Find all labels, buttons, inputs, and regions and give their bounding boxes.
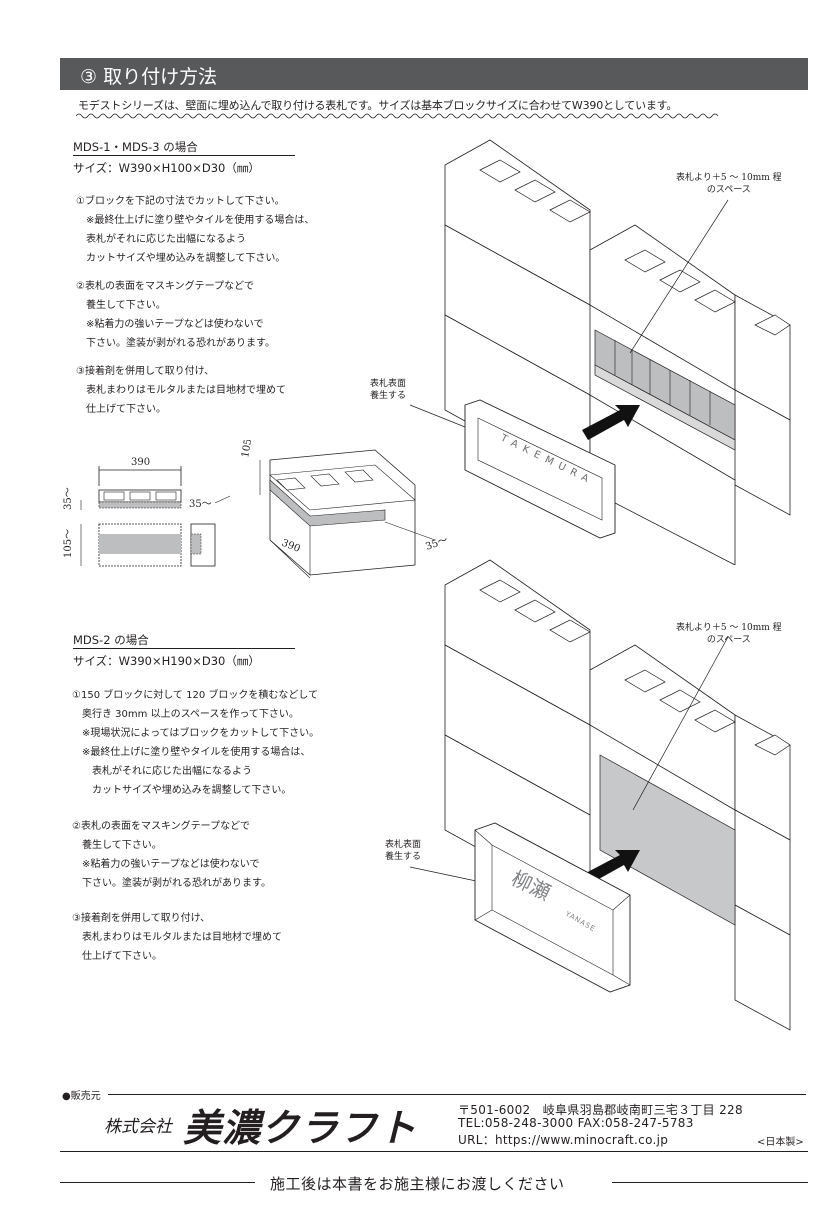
closing-rule-right (612, 1182, 808, 1183)
intro-text: モデストシリーズは、壁面に埋め込んで取り付ける表札です。サイズは基本ブロックサイ… (78, 99, 678, 112)
company-logo-text: 美濃クラフト (183, 1106, 418, 1150)
company-url[interactable]: URL：https://www.minocraft.co.jp (458, 1133, 669, 1147)
wavy-underline (76, 113, 719, 119)
company-prefix: 株式会社 (104, 1117, 172, 1137)
section2-step-2: ②表札の表面をマスキングテープなどで 養生して下さい。 ※粘着力の強いテープなど… (72, 821, 271, 889)
section1-step-3: ③接着剤を併用して取り付け、 表札まわりはモルタルまたは目地材で埋めて 仕上げて… (76, 366, 286, 415)
wall-illustration-1: TAKEMURA (409, 139, 791, 565)
section1-rule (73, 155, 295, 156)
dim-105-iso: 105～ (240, 440, 256, 459)
section1-size: サイズ：W390×H100×D30（㎜） (73, 161, 260, 175)
closing-message: 施工後は本書をお施主様にお渡しください (270, 1175, 565, 1193)
seller-label: ●販売元 (62, 1091, 101, 1102)
section-title: ③ 取り付け方法 (80, 66, 218, 88)
section1-title: MDS-1・MDS-3 の場合 (73, 140, 198, 154)
section1-step-2: ②表札の表面をマスキングテープなどで 養生して下さい。 ※粘着力の強いテープなど… (76, 281, 275, 349)
section1-step-1: ①ブロックを下記の寸法でカットして下さい。 ※最終仕上げに塗り壁やタイルを使用す… (76, 196, 315, 264)
section2-title: MDS-2 の場合 (73, 633, 149, 647)
dim-35-right: 35～ (189, 499, 212, 510)
dim-35-left: 35～ (63, 487, 74, 510)
footer-rule-mid (60, 1151, 808, 1152)
callout-protect-1: 表札表面 養生する (370, 379, 407, 401)
block-cut-diagram: 390 35～ 105～ 35～ 105～ 390 35～ (63, 440, 449, 579)
company-address: 〒501-6002 岐阜県羽島郡岐南町三宅３丁目 228 (458, 1103, 743, 1117)
wall-illustration-2: 柳瀬 YANASE (409, 559, 791, 1031)
made-in-japan: <日本製> (757, 1137, 804, 1148)
section-header-bar (60, 58, 808, 90)
callout-space-2: 表札より＋5 ～ 10mm 程 のスペース (676, 623, 782, 645)
callout-space-1: 表札より＋5 ～ 10mm 程 のスペース (676, 173, 782, 195)
section2-size: サイズ：W390×H190×D30（㎜） (73, 654, 260, 668)
closing-rule-left (60, 1182, 255, 1183)
callout-protect-2: 表札表面 養生する (385, 840, 422, 862)
dim-105-left: 105～ (63, 529, 74, 558)
section2-step-1: ①150 ブロックに対して 120 ブロックを積むなどして 奥行き 30mm 以… (72, 690, 320, 796)
footer-rule-top (108, 1094, 806, 1095)
section2-step-3: ③接着剤を併用して取り付け、 表札まわりはモルタルまたは目地材で埋めて 仕上げて… (72, 913, 282, 962)
section2-rule (73, 648, 295, 649)
dim-390-top: 390 (131, 457, 150, 468)
company-tel-fax: TEL:058-248-3000 FAX:058-247-5783 (458, 1116, 694, 1130)
